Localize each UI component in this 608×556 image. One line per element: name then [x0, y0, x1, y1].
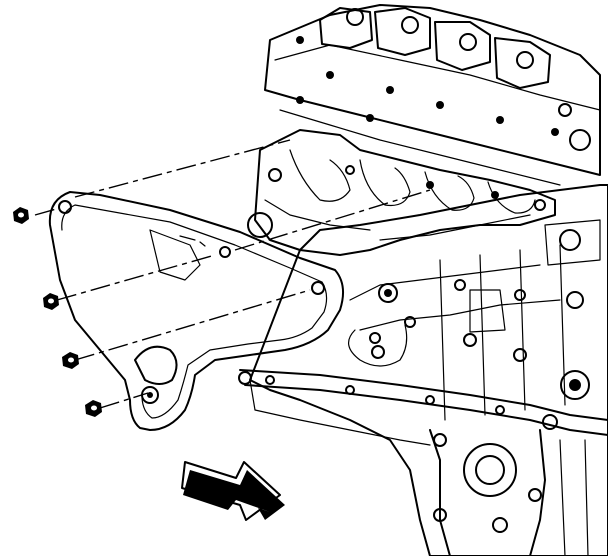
- engine-block: [249, 184, 608, 556]
- oil-pan: [238, 369, 608, 556]
- nut-3: [62, 352, 79, 369]
- heat-shield: [48, 191, 345, 431]
- assembly-guide-lines: [34, 139, 431, 409]
- nut-4: [85, 400, 102, 417]
- nut-2: [43, 293, 59, 310]
- exhaust-manifold: [247, 129, 556, 256]
- direction-arrow-icon: [181, 461, 285, 521]
- cylinder-head: [264, 4, 601, 186]
- nut-1: [13, 207, 29, 224]
